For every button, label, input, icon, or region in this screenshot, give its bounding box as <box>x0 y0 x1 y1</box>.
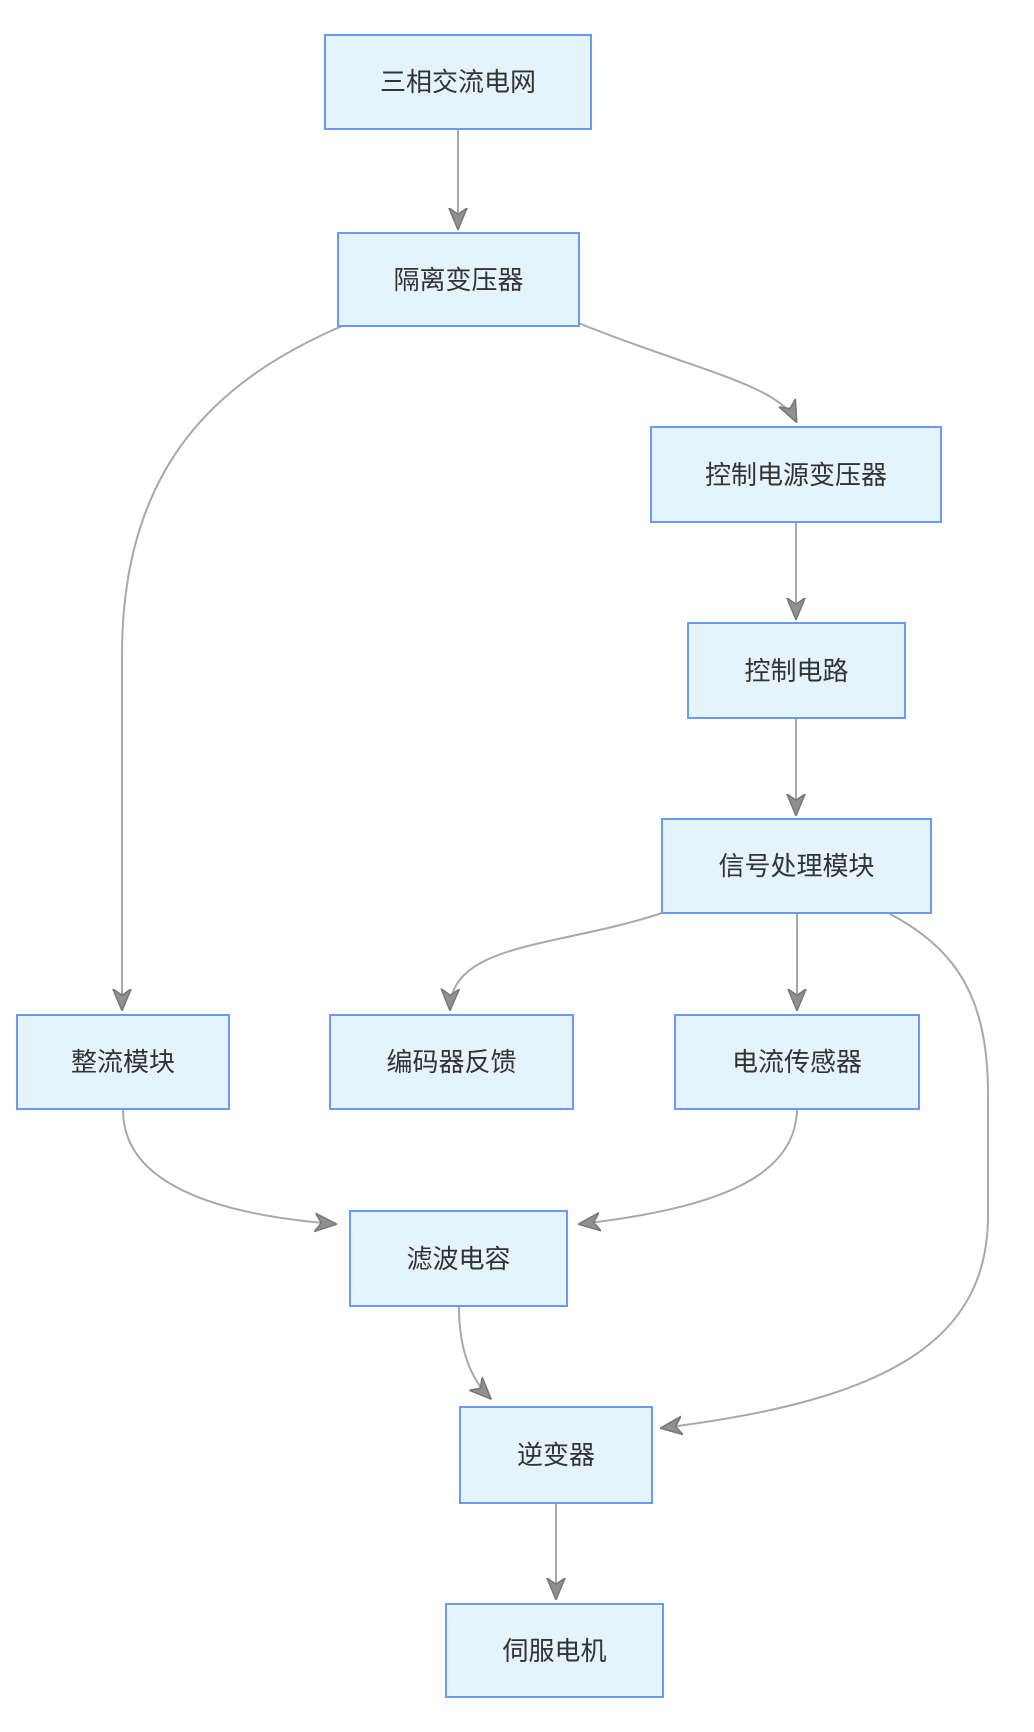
node-label: 控制电源变压器 <box>704 459 887 490</box>
edge-isolation-transformer-to-control-power-transformer <box>575 321 796 421</box>
node-current-sensor: 电流传感器 <box>674 1014 920 1110</box>
node-label: 电流传感器 <box>731 1047 862 1077</box>
node-three-phase-ac-grid: 三相交流电网 <box>324 34 592 130</box>
edge-rectifier-module-to-filter-capacitor <box>122 1109 335 1224</box>
node-label: 隔离变压器 <box>393 264 524 295</box>
node-control-power-transformer: 控制电源变压器 <box>650 426 942 523</box>
node-filter-capacitor: 滤波电容 <box>349 1210 568 1307</box>
edge-signal-processing-module-to-inverter <box>662 913 989 1428</box>
node-label: 滤波电容 <box>406 1243 511 1274</box>
node-label: 信号处理模块 <box>718 851 875 881</box>
node-control-circuit: 控制电路 <box>687 622 906 719</box>
node-encoder-feedback: 编码器反馈 <box>329 1014 574 1110</box>
edge-current-sensor-to-filter-capacitor <box>580 1109 798 1224</box>
node-label: 控制电路 <box>744 655 849 686</box>
node-signal-processing-module: 信号处理模块 <box>661 818 932 914</box>
node-label: 编码器反馈 <box>386 1047 517 1077</box>
edge-isolation-transformer-to-rectifier-module <box>122 325 343 1009</box>
node-label: 三相交流电网 <box>379 67 536 97</box>
node-servo-motor: 伺服电机 <box>445 1603 664 1698</box>
node-label: 整流模块 <box>70 1047 175 1077</box>
node-label: 逆变器 <box>516 1440 595 1470</box>
edge-signal-processing-module-to-encoder-feedback <box>450 912 663 1009</box>
node-inverter: 逆变器 <box>459 1406 653 1504</box>
edge-filter-capacitor-to-inverter <box>458 1306 490 1398</box>
node-isolation-transformer: 隔离变压器 <box>337 232 580 327</box>
node-rectifier-module: 整流模块 <box>16 1014 230 1110</box>
node-label: 伺服电机 <box>502 1635 607 1666</box>
